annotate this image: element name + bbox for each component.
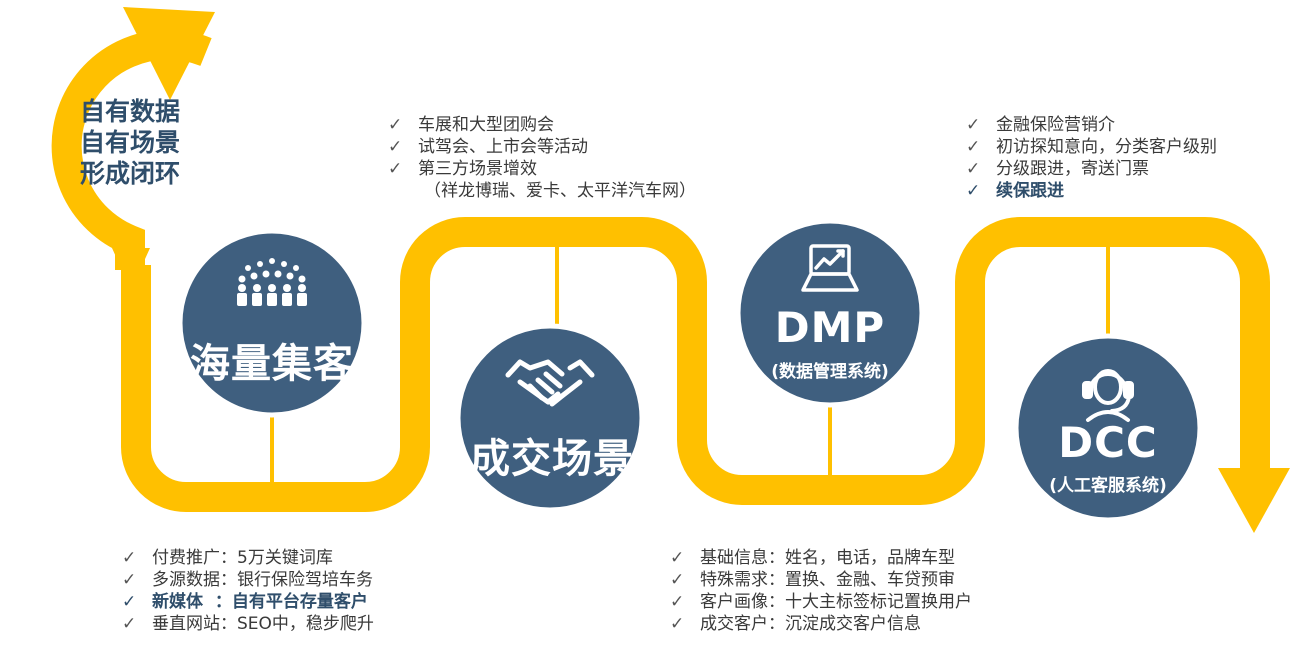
dmp-feature-list: ✓ 基础信息：姓名，电话，品牌车型 ✓ 特殊需求：置换、金融、车贷预审 ✓ 客户画像：… bbox=[670, 547, 972, 635]
headset-agent-icon bbox=[1082, 369, 1134, 422]
list-item: ✓ 垂直网站：SEO中，稳步爬升 bbox=[122, 613, 374, 635]
list-item-text: 第三方场景增效 bbox=[418, 159, 537, 179]
loop-line: 自有数据 bbox=[79, 97, 181, 126]
process-path bbox=[121, 217, 1270, 512]
node-dcc-title: DCC bbox=[1058, 418, 1158, 467]
list-item: ✓ 分级跟进，寄送门票 bbox=[966, 158, 1217, 180]
list-item-text: 金融保险营销介 bbox=[996, 115, 1115, 135]
loop-line: 形成闭环 bbox=[79, 159, 181, 188]
list-item: ✓ 付费推广：5万关键词库 bbox=[122, 547, 374, 569]
list-item: ✓ 特殊需求：置换、金融、车贷预审 bbox=[670, 569, 972, 591]
node-collect bbox=[177, 228, 367, 418]
handshake-icon bbox=[505, 359, 595, 407]
check-icon: ✓ bbox=[122, 592, 137, 612]
list-item-text: 客户画像：十大主标签标记置换用户 bbox=[700, 592, 972, 612]
list-item: ✓ 成交客户：沉淀成交客户信息 bbox=[670, 613, 972, 635]
list-item-text: 分级跟进，寄送门票 bbox=[996, 159, 1149, 179]
node-dcc bbox=[1013, 333, 1203, 523]
check-icon: ✓ bbox=[966, 181, 981, 201]
list-item: ✓ 客户画像：十大主标签标记置换用户 bbox=[670, 591, 972, 613]
laptop-chart-icon bbox=[801, 244, 859, 292]
check-icon: ✓ bbox=[670, 614, 685, 634]
check-icon: ✓ bbox=[966, 159, 981, 179]
list-item-text: 成交客户：沉淀成交客户信息 bbox=[700, 614, 921, 634]
list-item: ✓ 金融保险营销介 bbox=[966, 114, 1217, 136]
node-deal-title: 成交场景 bbox=[470, 436, 634, 482]
check-icon: ✓ bbox=[388, 137, 403, 157]
list-item: ✓ 车展和大型团购会 bbox=[388, 114, 696, 136]
check-icon: ✓ bbox=[670, 570, 685, 590]
dcc-feature-list: ✓ 金融保险营销介 ✓ 初访探知意向，分类客户级别 ✓ 分级跟进，寄送门票 ✓ 续保跟进 bbox=[966, 114, 1217, 202]
list-item-text: 续保跟进 bbox=[996, 181, 1064, 201]
check-icon: ✓ bbox=[122, 570, 137, 590]
collect-feature-list: ✓ 付费推广：5万关键词库 ✓ 多源数据：银行保险驾培车务 ✓ 新媒体 ：自有平台存量… bbox=[122, 547, 374, 635]
node-dcc-subtitle: (人工客服系统) bbox=[1049, 476, 1167, 496]
node-collect-title: 海量集客 bbox=[190, 341, 354, 387]
list-item-text: 付费推广：5万关键词库 bbox=[152, 548, 333, 568]
list-item-text: 试驾会、上市会等活动 bbox=[418, 137, 588, 157]
list-item-text: 车展和大型团购会 bbox=[418, 115, 554, 135]
list-item: ✓ 初访探知意向，分类客户级别 bbox=[966, 136, 1217, 158]
list-item: ✓ 试驾会、上市会等活动 bbox=[388, 136, 696, 158]
list-item-highlight: ✓ 续保跟进 bbox=[966, 180, 1217, 202]
list-item-text: 特殊需求：置换、金融、车贷预审 bbox=[700, 570, 955, 590]
list-item-text: 基础信息：姓名，电话，品牌车型 bbox=[700, 548, 955, 568]
list-item-text: 新媒体 ：自有平台存量客户 bbox=[152, 592, 368, 612]
list-item: ✓ 第三方场景增效 bbox=[388, 158, 696, 180]
node-deal bbox=[455, 323, 645, 513]
list-item-text: 垂直网站：SEO中，稳步爬升 bbox=[152, 614, 374, 634]
check-icon: ✓ bbox=[966, 115, 981, 135]
list-note: （祥龙博瑞、爱卡、太平洋汽车网） bbox=[424, 181, 696, 201]
check-icon: ✓ bbox=[388, 159, 403, 179]
loop-line: 自有场景 bbox=[79, 128, 181, 157]
check-icon: ✓ bbox=[122, 548, 137, 568]
list-item-text: 多源数据：银行保险驾培车务 bbox=[152, 570, 373, 590]
deal-feature-list: ✓ 车展和大型团购会 ✓ 试驾会、上市会等活动 ✓ 第三方场景增效 （祥龙博瑞、爱卡、… bbox=[388, 114, 696, 202]
node-dmp-title: DMP bbox=[774, 303, 886, 352]
node-dmp-subtitle: (数据管理系统) bbox=[771, 362, 889, 382]
check-icon: ✓ bbox=[670, 592, 685, 612]
list-item: ✓ 多源数据：银行保险驾培车务 bbox=[122, 569, 374, 591]
loop-title: 自有数据 自有场景 形成闭环 bbox=[80, 96, 180, 189]
end-arrow-head bbox=[1218, 468, 1290, 533]
list-item-text: 初访探知意向，分类客户级别 bbox=[996, 137, 1217, 157]
check-icon: ✓ bbox=[670, 548, 685, 568]
check-icon: ✓ bbox=[966, 137, 981, 157]
crowd-icon bbox=[237, 258, 307, 306]
list-item: ✓ 基础信息：姓名，电话，品牌车型 bbox=[670, 547, 972, 569]
check-icon: ✓ bbox=[388, 115, 403, 135]
node-dmp bbox=[735, 218, 925, 408]
list-item-highlight: ✓ 新媒体 ：自有平台存量客户 bbox=[122, 591, 374, 613]
check-icon: ✓ bbox=[122, 614, 137, 634]
